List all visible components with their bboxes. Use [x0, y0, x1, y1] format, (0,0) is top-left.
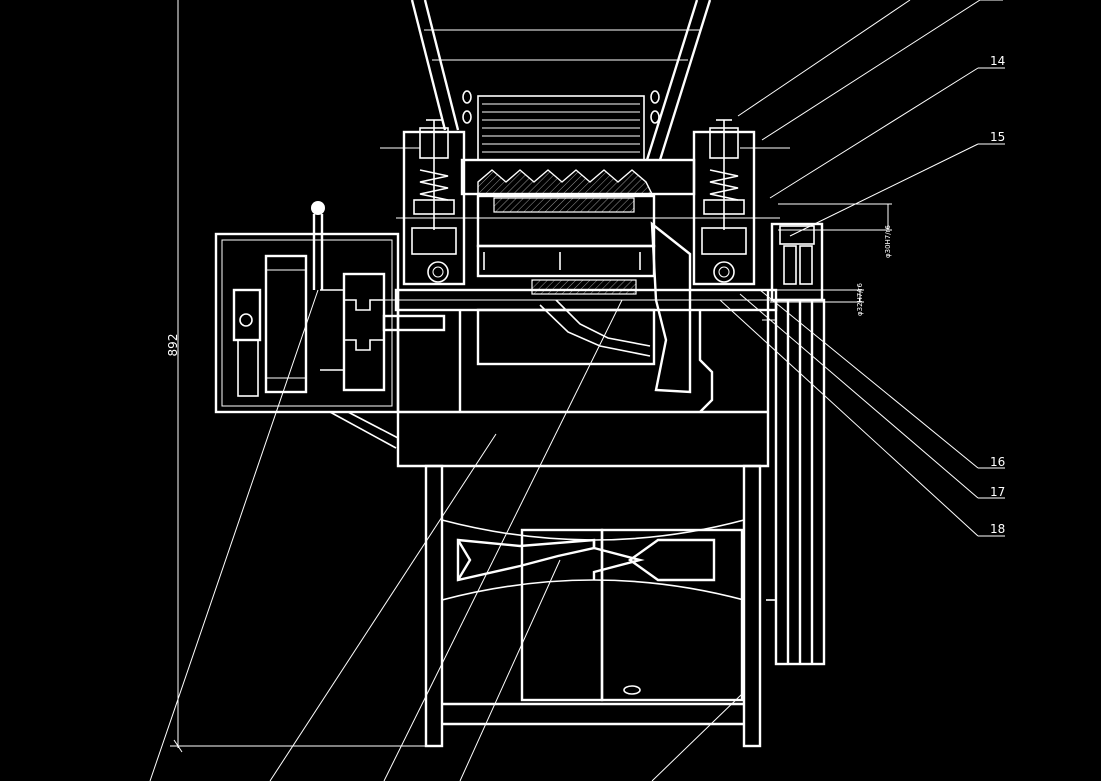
main-housing — [396, 221, 770, 468]
lever-knob — [311, 201, 325, 215]
callout-14: 14 — [990, 54, 1005, 68]
left-spring-housing — [380, 119, 466, 286]
callout-18: 18 — [990, 522, 1005, 536]
lower-roller-shaft — [380, 244, 800, 312]
callout-16: 16 — [990, 455, 1005, 469]
fit-label-b: φ32H7/r6 — [856, 283, 864, 316]
right-spring-housing — [692, 119, 790, 286]
belt-drive — [762, 222, 826, 666]
upper-toothed-roller — [396, 158, 780, 248]
callout-15: 15 — [990, 130, 1005, 144]
dimension-label: 892 — [166, 334, 180, 357]
overall-height-dimension: 892 — [166, 0, 430, 753]
leader-lines — [149, 0, 1005, 781]
feed-grille-slats — [482, 103, 640, 153]
fit-dimensions: φ30H7/r6 φ32H7/r6 — [770, 203, 892, 316]
callout-17: 17 — [990, 485, 1005, 499]
hopper — [410, 0, 712, 161]
left-drive-enclosure — [214, 201, 446, 449]
callout-labels: 14 15 16 17 18 — [990, 54, 1005, 536]
support-frame — [424, 464, 762, 748]
fit-label-a: φ30H7/r6 — [884, 225, 892, 258]
